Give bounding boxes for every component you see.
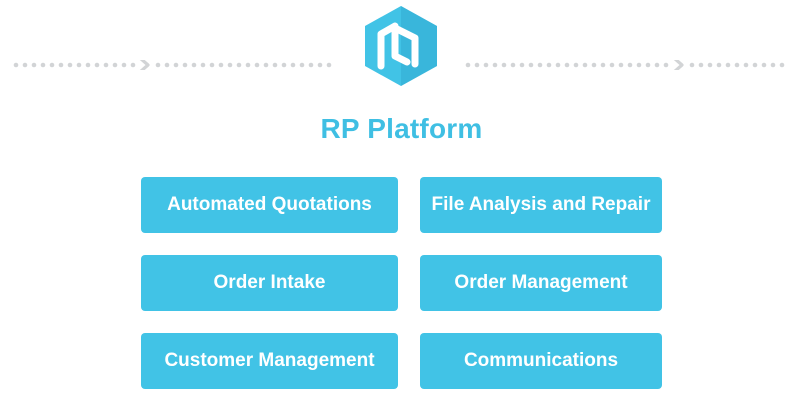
module-order-intake: Order Intake xyxy=(141,255,398,311)
module-automated-quotations: Automated Quotations xyxy=(141,177,398,233)
module-grid: Automated Quotations File Analysis and R… xyxy=(141,177,662,389)
flow-connector-right xyxy=(464,60,790,70)
module-communications: Communications xyxy=(420,333,662,389)
diagram-title: RP Platform xyxy=(320,113,483,144)
dotted-line-right xyxy=(465,62,785,68)
dotted-line-left xyxy=(13,62,332,68)
module-customer-management: Customer Management xyxy=(141,333,398,389)
rp-platform-logo-icon xyxy=(365,6,437,86)
chevron-right-arrow-icon xyxy=(673,60,684,70)
module-file-analysis-and-repair: File Analysis and Repair xyxy=(420,177,662,233)
module-order-management: Order Management xyxy=(420,255,662,311)
chevron-right-arrow-icon xyxy=(139,60,150,70)
flow-connector-left xyxy=(12,60,338,70)
